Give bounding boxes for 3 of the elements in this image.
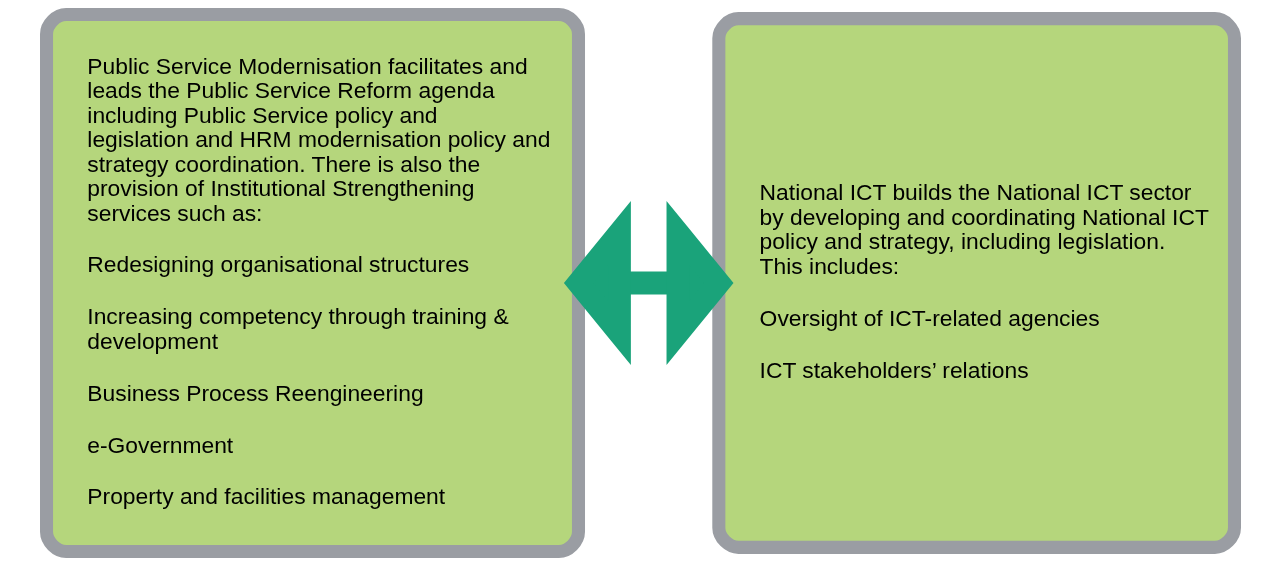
arrow xyxy=(563,200,734,366)
node-box: National ICT builds the National ICT sector by developing and coordinating National ICT policy and strategy, including legislation. This includes: Oversight of ICT-related agencies ICT stakeholders’ relations xyxy=(712,12,1241,554)
node-box: Public Service Modernisation facilitates and leads the Public Service Reform agenda including Public Service policy and legislation and HRM modernisation policy and strategy coordination. There is also the provision of Institutional Strengthening services such as: Redesigning organisational structures Increasing competency through training & development Business Process Reengineering e-Government Property and facilities management xyxy=(40,8,585,558)
